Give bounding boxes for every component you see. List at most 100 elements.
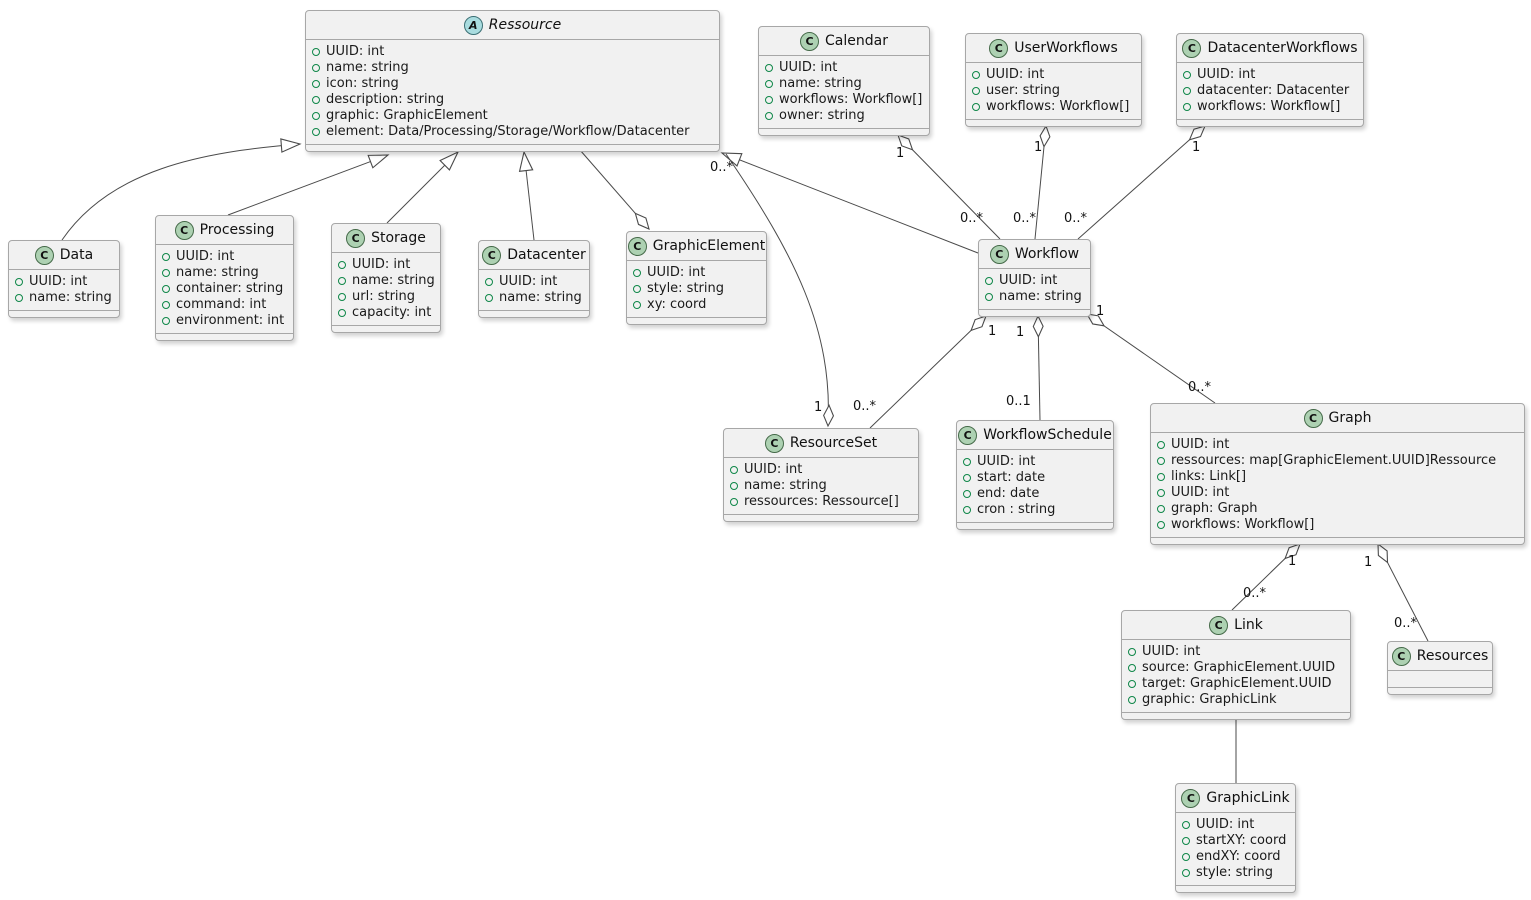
attribute-list: UUID: int name: string — [9, 270, 119, 310]
attribute-list: UUID: int name: string url: string capac… — [332, 253, 440, 325]
class-icon: C — [627, 236, 647, 256]
class-datacenter: C Datacenter UUID: int name: string — [478, 240, 590, 318]
attribute: element: Data/Processing/Storage/Workflo… — [312, 124, 711, 140]
attribute: startXY: coord — [1182, 833, 1287, 849]
class-name: Storage — [371, 230, 426, 246]
field-circle-icon — [963, 490, 971, 498]
attribute-list: UUID: int startXY: coord endXY: coord st… — [1176, 813, 1295, 885]
multiplicity-label: 1 — [1364, 555, 1373, 570]
attribute: UUID: int — [485, 274, 581, 290]
attribute: UUID: int — [972, 67, 1133, 83]
methods-compartment — [979, 309, 1090, 316]
aggregation-line-resources-graph — [1378, 544, 1429, 642]
attribute: name: string — [15, 290, 112, 306]
field-circle-icon — [730, 498, 738, 506]
class-workflow: C Workflow UUID: int name: string — [978, 239, 1091, 317]
field-circle-icon — [1157, 441, 1165, 449]
aggregation-line-resourceset-workflow — [869, 316, 986, 429]
attribute: owner: string — [765, 108, 921, 124]
field-circle-icon — [765, 64, 773, 72]
field-circle-icon — [963, 474, 971, 482]
attribute: name: string — [985, 289, 1082, 305]
field-circle-icon — [1128, 664, 1136, 672]
class-resources: C Resources — [1387, 641, 1493, 695]
attribute: UUID: int — [765, 60, 921, 76]
attribute: workflows: Workflow[] — [765, 92, 922, 108]
methods-compartment — [724, 514, 918, 521]
class-icon: C — [989, 244, 1009, 264]
field-circle-icon — [963, 506, 971, 514]
methods-compartment — [156, 333, 293, 340]
aggregation-line-link-graph — [1231, 544, 1300, 611]
class-name: DatacenterWorkflows — [1207, 40, 1358, 56]
field-circle-icon — [312, 128, 320, 136]
methods-compartment — [957, 522, 1113, 529]
field-circle-icon — [972, 71, 980, 79]
multiplicity-label: 0..* — [853, 399, 877, 414]
field-circle-icon — [972, 87, 980, 95]
field-circle-icon — [1157, 457, 1165, 465]
class-datacenterworkflows: C DatacenterWorkflows UUID: int datacent… — [1176, 33, 1364, 127]
abstract-class-icon: A — [463, 15, 483, 35]
attribute-list: UUID: int style: string xy: coord — [627, 261, 766, 317]
class-name: UserWorkflows — [1014, 40, 1118, 56]
field-circle-icon — [162, 253, 170, 261]
class-ressource: A Ressource UUID: int name: string icon:… — [305, 10, 720, 152]
methods-compartment — [306, 144, 719, 151]
attribute: UUID: int — [963, 454, 1105, 470]
class-icon: C — [1303, 408, 1323, 428]
multiplicity-label: 1 — [1096, 304, 1105, 319]
field-circle-icon — [162, 269, 170, 277]
attribute-list: UUID: int start: date end: date cron : s… — [957, 450, 1113, 522]
attribute: name: string — [765, 76, 921, 92]
field-circle-icon — [312, 64, 320, 72]
aggregation-line-graph-workflow — [1087, 314, 1216, 404]
methods-compartment — [332, 325, 440, 332]
class-calendar: C Calendar UUID: int name: string workfl… — [758, 26, 930, 136]
generalization-line-workflow-ressource — [720, 152, 979, 254]
class-name: Resources — [1416, 648, 1489, 664]
field-circle-icon — [338, 277, 346, 285]
class-graph: C Graph UUID: int ressources: map[Graphi… — [1150, 403, 1525, 545]
multiplicity-label: 1 — [1034, 140, 1043, 155]
field-circle-icon — [1128, 648, 1136, 656]
field-circle-icon — [338, 293, 346, 301]
class-header: C Link — [1122, 611, 1350, 640]
attribute: UUID: int — [1157, 437, 1516, 453]
field-circle-icon — [633, 301, 641, 309]
attribute: environment: int — [162, 313, 285, 329]
attribute-list: UUID: int ressources: map[GraphicElement… — [1151, 433, 1524, 537]
field-circle-icon — [1157, 505, 1165, 513]
class-icon: C — [346, 228, 366, 248]
attribute: UUID: int — [1157, 485, 1516, 501]
class-header: C Processing — [156, 216, 293, 245]
field-circle-icon — [1183, 103, 1191, 111]
field-circle-icon — [1157, 521, 1165, 529]
multiplicity-label: 1 — [1192, 140, 1201, 155]
methods-compartment — [627, 317, 766, 324]
attribute: capacity: int — [338, 305, 432, 321]
class-icon: C — [1209, 615, 1229, 635]
class-icon: C — [1182, 38, 1202, 58]
attribute: name: string — [312, 60, 711, 76]
attribute: user: string — [972, 83, 1133, 99]
class-resourceset: C ResourceSet UUID: int name: string res… — [723, 428, 919, 522]
field-circle-icon — [338, 309, 346, 317]
class-icon: C — [800, 31, 820, 51]
class-graphicelement: C GraphicElement UUID: int style: string… — [626, 231, 767, 325]
attribute: target: GraphicElement.UUID — [1128, 676, 1342, 692]
attribute: name: string — [338, 273, 435, 289]
attribute: style: string — [633, 281, 758, 297]
multiplicity-label: 0..* — [1188, 380, 1212, 395]
attribute-list: UUID: int name: string ressources: Resso… — [724, 458, 918, 514]
field-circle-icon — [985, 277, 993, 285]
attribute: UUID: int — [162, 249, 285, 265]
attribute: UUID: int — [1183, 67, 1355, 83]
class-workflowschedule: C WorkflowSchedule UUID: int start: date… — [956, 420, 1114, 530]
attribute: workflows: Workflow[] — [972, 99, 1133, 115]
class-icon: C — [989, 38, 1009, 58]
methods-compartment — [966, 119, 1141, 126]
attribute: UUID: int — [1182, 817, 1287, 833]
aggregation-line-ressource-resourceset — [725, 153, 828, 426]
